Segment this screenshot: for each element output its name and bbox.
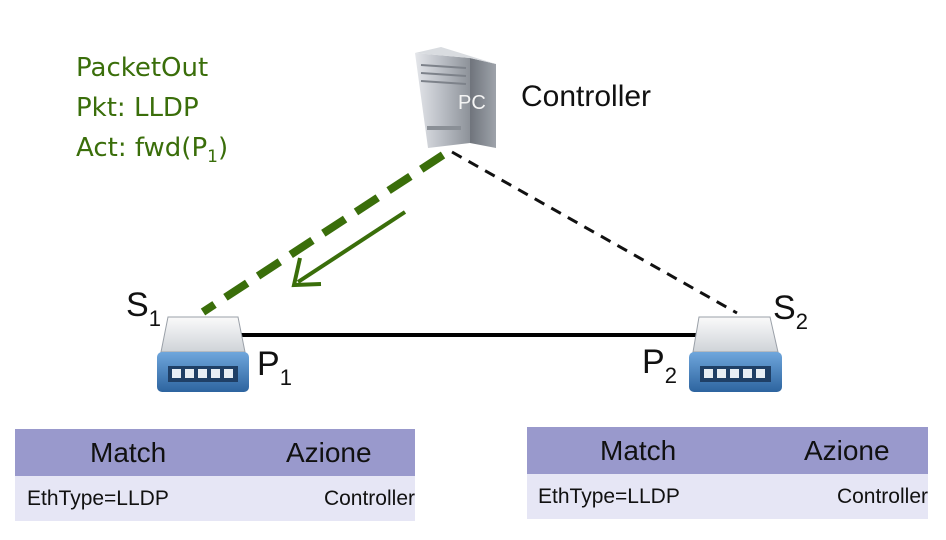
column-header-match: Match (90, 436, 167, 468)
port-p1-label: P1 (257, 345, 292, 390)
network-switch-icon (157, 316, 249, 392)
controller-label: Controller (521, 80, 652, 113)
column-header-action: Azione (285, 436, 372, 468)
action-cell: Controller (836, 484, 928, 508)
switch-s1-label: S1 (126, 286, 161, 331)
switch-s2-label: S2 (773, 289, 808, 334)
packet-action: Act: fwd(P1) (76, 133, 229, 167)
control-link-s2 (451, 150, 738, 315)
control-link-s1 (200, 151, 446, 316)
column-header-action: Azione (803, 434, 890, 466)
match-cell: EthType=LLDP (538, 484, 680, 508)
packet-out-annotation: PacketOut Pkt: LLDP Act: fwd(P1) (76, 48, 228, 177)
pc-tower-icon: PC (415, 47, 496, 148)
match-cell: EthType=LLDP (27, 486, 169, 510)
packet-type: Pkt: LLDP (76, 93, 199, 123)
action-cell: Controller (323, 486, 415, 510)
flow-table-s2: Match Azione EthType=LLDP Controller (527, 427, 928, 519)
flow-table-s1: Match Azione EthType=LLDP Controller (15, 429, 415, 521)
packet-out-arrow (291, 210, 407, 288)
network-switch-icon (689, 316, 782, 392)
port-p2-label: P2 (642, 343, 677, 388)
pc-label: PC (458, 92, 486, 114)
column-header-match: Match (600, 434, 677, 466)
packet-out-title: PacketOut (76, 53, 209, 83)
